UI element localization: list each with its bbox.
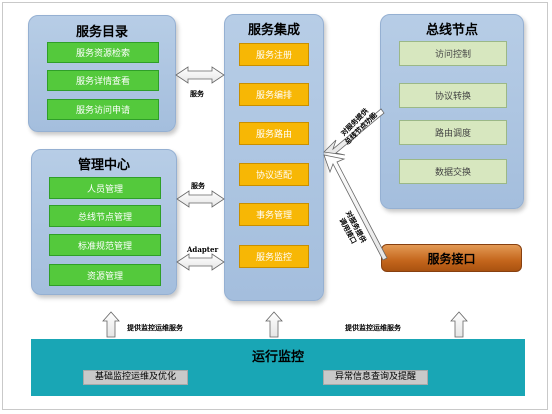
- label-ops-left: 提供监控运维服务: [127, 323, 183, 332]
- management-item-resources: 资源管理: [49, 264, 161, 286]
- integration-item-monitor: 服务监控: [239, 245, 309, 268]
- diagonal-arrow-bus-node: [323, 108, 385, 156]
- service-directory-panel: 服务目录 服务资源检索 服务详情查看 服务访问申请: [28, 15, 176, 132]
- integration-item-route: 服务路由: [239, 122, 309, 145]
- double-arrow-directory-integration: [175, 66, 225, 84]
- double-arrow-adapter: [176, 253, 225, 271]
- bus-item-data-exchange: 数据交换: [399, 159, 507, 184]
- bus-item-access-control: 访问控制: [399, 41, 507, 66]
- directory-item-detail: 服务详情查看: [47, 70, 159, 91]
- up-arrow-center: [265, 311, 283, 338]
- bus-node-panel: 总线节点 访问控制 协议转换 路由调度 数据交换: [380, 14, 524, 209]
- monitor-item-basic: 基础监控运维及优化: [83, 370, 188, 385]
- service-integration-panel: 服务集成 服务注册 服务编排 服务路由 协议适配 事务管理 服务监控: [224, 14, 324, 301]
- bus-node-title: 总线节点: [425, 23, 478, 38]
- up-arrow-right: [450, 311, 468, 338]
- management-center-title: 管理中心: [77, 158, 130, 173]
- service-directory-title: 服务目录: [75, 25, 128, 40]
- service-interface: 服务接口: [381, 244, 522, 272]
- label-service-directory-link: 服务: [190, 89, 204, 98]
- runtime-monitor-bar: 运行监控 基础监控运维及优化 异常信息查询及提醒: [31, 339, 525, 396]
- double-arrow-management-integration: [176, 190, 225, 208]
- label-ops-right: 提供监控运维服务: [345, 323, 401, 332]
- bus-item-protocol-conversion: 协议转换: [399, 83, 507, 108]
- bus-item-routing: 路由调度: [399, 120, 507, 145]
- directory-item-request: 服务访问申请: [47, 99, 159, 120]
- integration-item-orchestrate: 服务编排: [239, 83, 309, 106]
- diagram-frame: [2, 2, 548, 410]
- management-item-standards: 标准规范管理: [49, 234, 161, 256]
- service-integration-title: 服务集成: [247, 23, 300, 38]
- integration-item-protocol: 协议适配: [239, 163, 309, 186]
- integration-item-register: 服务注册: [239, 43, 309, 66]
- diagonal-arrow-interface: [323, 154, 388, 261]
- management-item-bus-node: 总线节点管理: [49, 205, 161, 227]
- runtime-monitor-title: 运行监控: [251, 350, 304, 365]
- label-service-management-link: 服务: [191, 181, 205, 190]
- monitor-item-exception: 异常信息查询及提醒: [323, 370, 428, 385]
- management-item-personnel: 人员管理: [49, 177, 161, 199]
- management-center-panel: 管理中心 人员管理 总线节点管理 标准规范管理 资源管理: [31, 149, 177, 295]
- integration-item-transaction: 事务管理: [239, 203, 309, 226]
- label-adapter: Adapter: [187, 245, 219, 254]
- directory-item-search: 服务资源检索: [47, 42, 159, 63]
- up-arrow-left: [102, 311, 120, 338]
